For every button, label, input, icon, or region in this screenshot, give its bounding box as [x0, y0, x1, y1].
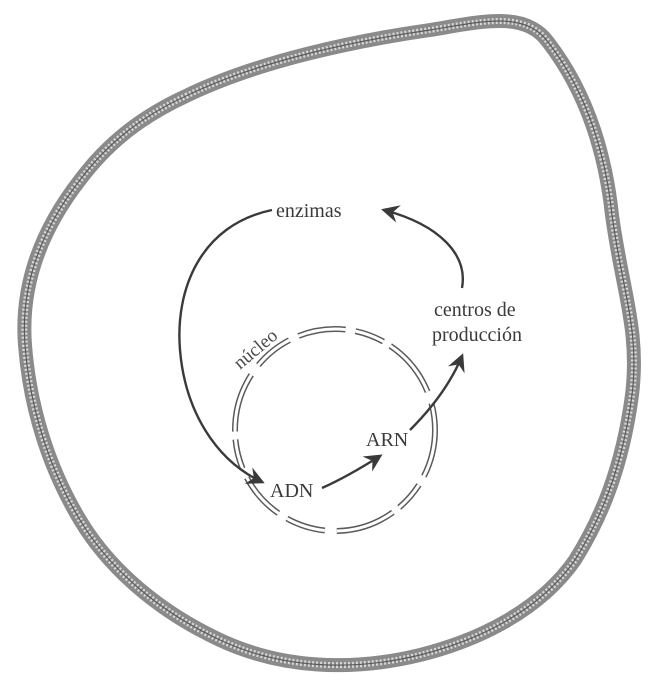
- label-enzymes: enzimas: [276, 200, 342, 222]
- label-rna: ARN: [366, 429, 408, 451]
- arrow-dna-to-rna: [322, 456, 380, 488]
- label-dna: ADN: [270, 480, 313, 502]
- label-production-line1: centros de: [434, 299, 516, 321]
- cell-membrane: [24, 21, 634, 665]
- arrow-production-to-enzymes: [384, 210, 463, 288]
- label-production-line2: producción: [432, 324, 522, 346]
